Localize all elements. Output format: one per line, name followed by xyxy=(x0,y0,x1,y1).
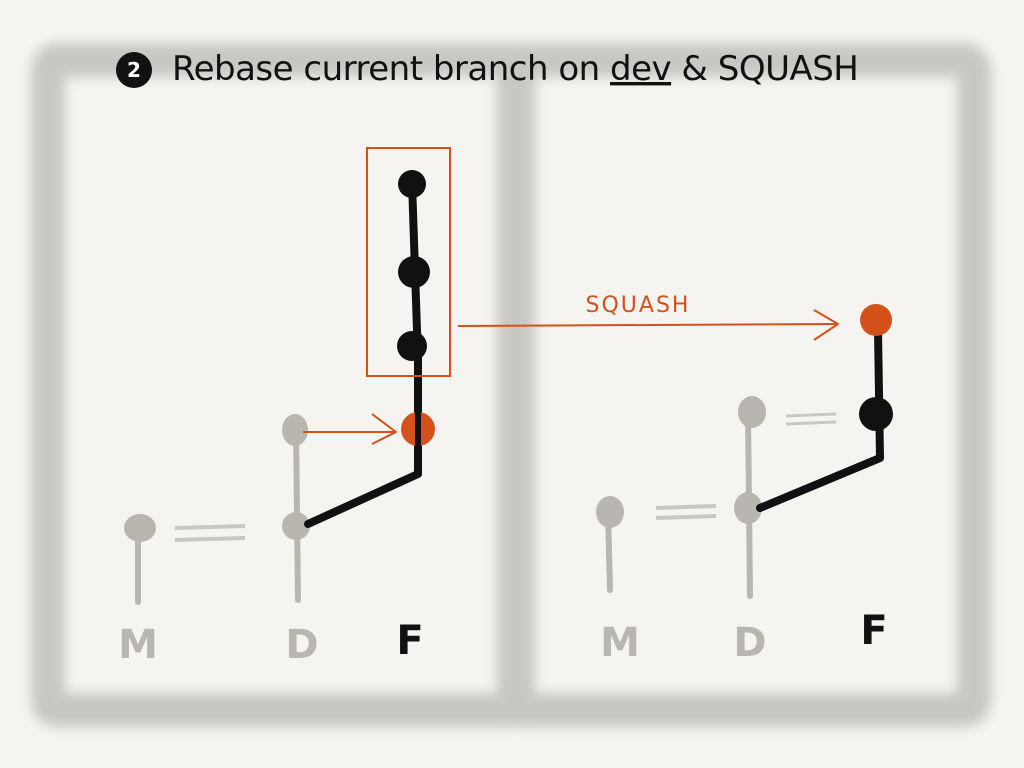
title-group: 2 Rebase current branch on dev & SQUASH xyxy=(116,49,859,89)
feature-branch-line-2 xyxy=(756,326,884,512)
master-commit xyxy=(124,514,156,542)
dev-commit-top-2 xyxy=(738,396,766,428)
squash-arrow: SQUASH xyxy=(457,293,839,341)
branch-label-f: F xyxy=(396,618,423,664)
feature-commit-3 xyxy=(397,331,427,361)
left-panel: M D F xyxy=(118,147,451,668)
feature-commit-2 xyxy=(398,256,430,288)
left-panel-frame xyxy=(31,43,535,727)
master-commit-2 xyxy=(596,496,624,528)
title-underlined-word: dev xyxy=(610,49,672,89)
squashed-commit xyxy=(860,304,892,336)
dev-commit-base xyxy=(282,512,310,540)
branch-label-d-2: D xyxy=(733,620,766,666)
squash-arrow-label: SQUASH xyxy=(586,293,691,318)
equal-mark-2 xyxy=(174,536,246,542)
squash-arrow-head xyxy=(813,309,839,341)
page-title: Rebase current branch on dev & SQUASH xyxy=(172,49,858,89)
title-prefix: Rebase current branch on xyxy=(172,49,610,89)
rebase-arrow-head xyxy=(371,413,397,445)
feature-commit-2-1 xyxy=(859,397,893,431)
branch-label-d: D xyxy=(285,622,318,668)
right-panel-frame xyxy=(497,43,991,727)
branch-label-f-2: F xyxy=(860,608,887,654)
equal-mark-6 xyxy=(785,420,837,426)
feature-commit-1 xyxy=(398,170,426,198)
equal-mark-3 xyxy=(655,504,717,510)
dev-commit-top xyxy=(282,414,308,446)
squash-selection-box xyxy=(366,147,451,377)
branch-label-m: M xyxy=(118,622,158,668)
squash-arrow-shaft xyxy=(457,323,837,327)
equal-mark-5 xyxy=(785,412,837,418)
title-suffix: & SQUASH xyxy=(671,49,858,89)
branch-label-m-2: M xyxy=(600,620,640,666)
dev-commit-base-2 xyxy=(734,492,762,524)
equal-mark-4 xyxy=(655,514,717,520)
equal-mark-1 xyxy=(174,524,246,530)
step-number-badge xyxy=(116,52,152,88)
right-panel: M D F xyxy=(596,304,893,666)
frames xyxy=(31,43,991,727)
step-number: 2 xyxy=(127,58,141,82)
